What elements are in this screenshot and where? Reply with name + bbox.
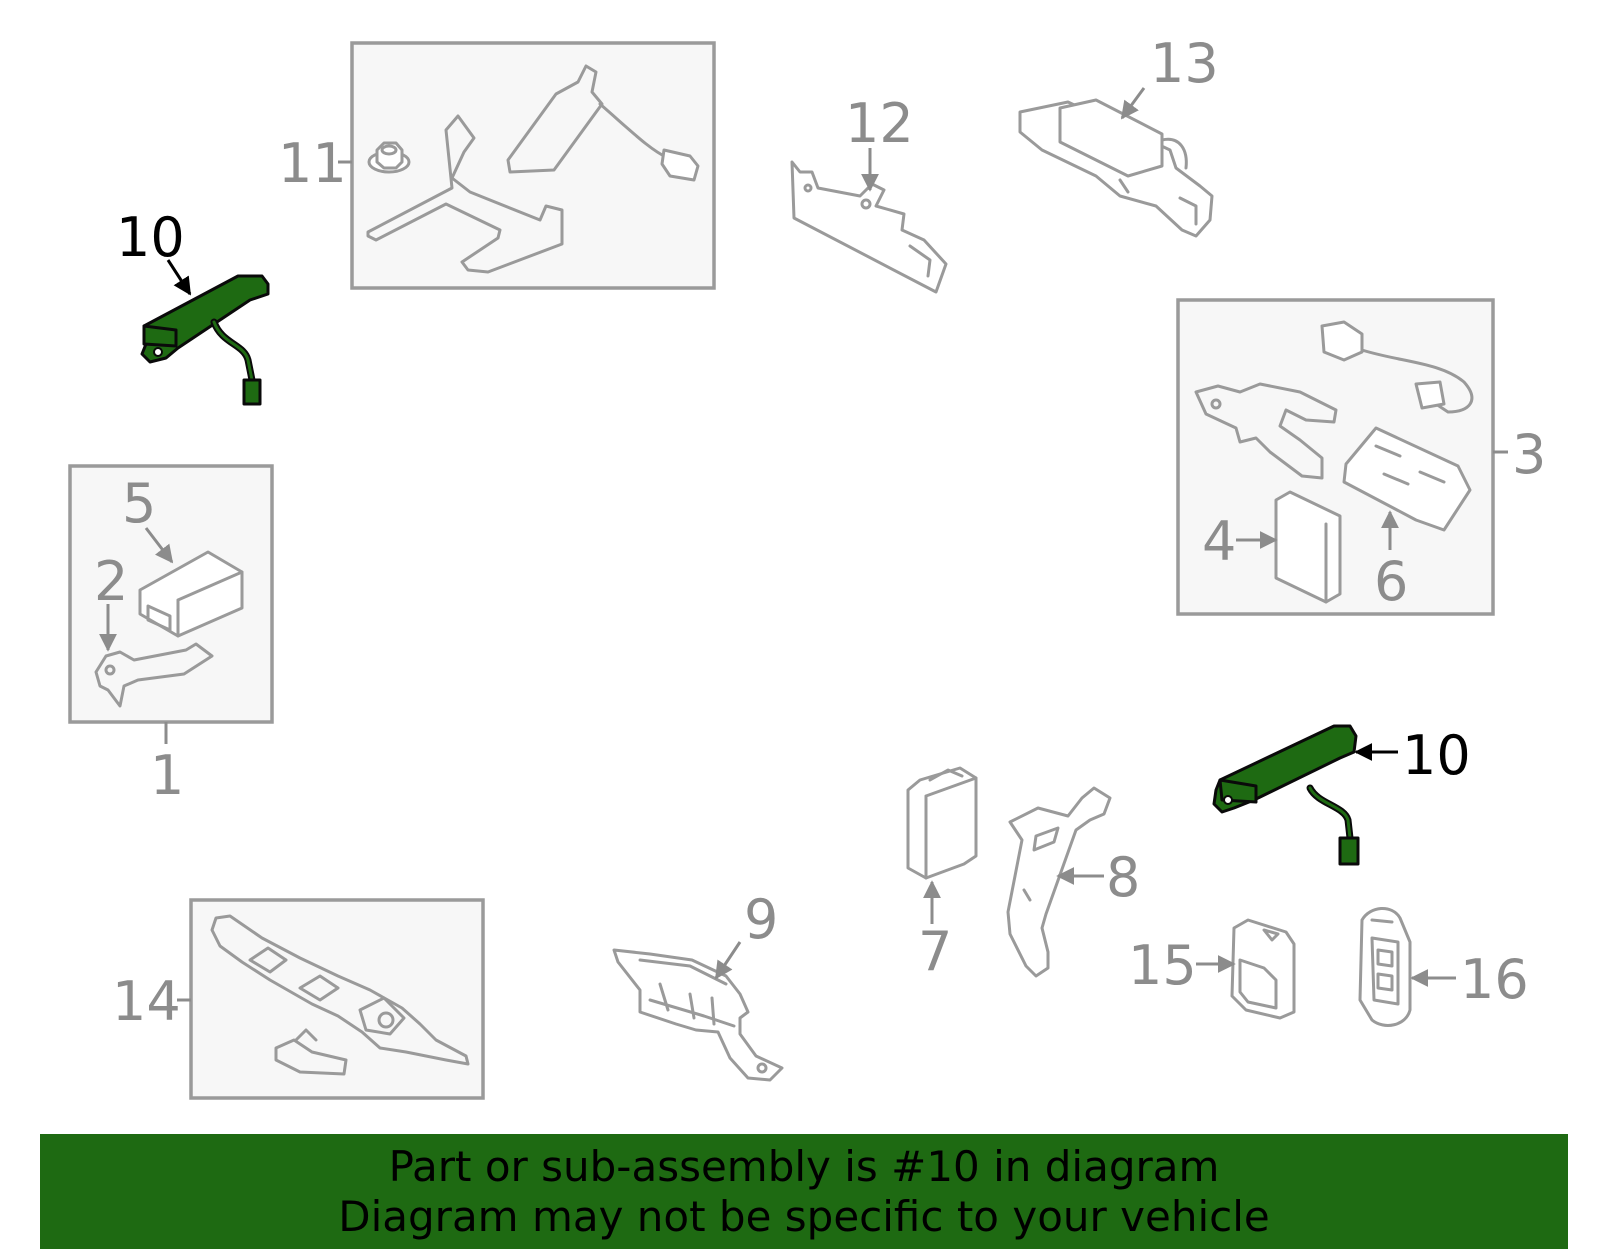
- notice-line-1: Part or sub-assembly is #10 in diagram: [388, 1142, 1220, 1191]
- connector-icon: [242, 378, 262, 406]
- assembly-1[interactable]: [68, 464, 274, 724]
- part-15[interactable]: [1230, 918, 1296, 1020]
- module-4-icon: [1274, 490, 1342, 604]
- part-12[interactable]: [790, 160, 948, 294]
- callout-6: 6: [1374, 550, 1408, 613]
- callout-9-leader: [714, 941, 742, 980]
- sensor-icon: [506, 64, 604, 174]
- connector-icon: [660, 148, 700, 182]
- part-8[interactable]: [1006, 786, 1112, 978]
- callout-16: 16: [1460, 948, 1529, 1011]
- callout-7: 7: [918, 920, 952, 983]
- clip-icon: [274, 1038, 348, 1076]
- callout-10b: 10: [1402, 724, 1471, 787]
- callout-2: 2: [94, 550, 128, 613]
- callout-10a: 10: [116, 206, 185, 269]
- assembly-14-box: [189, 898, 485, 1100]
- nut-icon: [367, 141, 411, 174]
- steering-lock-icon: [210, 914, 470, 1066]
- bracket-icon: [1194, 382, 1338, 480]
- callout-5-leader: [144, 527, 174, 564]
- callout-9: 9: [744, 888, 778, 951]
- bracket-icon: [366, 114, 564, 274]
- callout-3: 3: [1512, 423, 1546, 486]
- connector-icon: [1338, 836, 1360, 866]
- callout-14: 14: [112, 970, 181, 1033]
- part-10-antenna-right[interactable]: [1212, 724, 1360, 866]
- connector-icon: [1320, 320, 1364, 362]
- callout-13: 13: [1150, 32, 1219, 95]
- callout-10a-leader: [166, 259, 192, 296]
- callout-13-leader: [1120, 87, 1146, 120]
- callout-5: 5: [122, 472, 156, 535]
- callout-11: 11: [278, 132, 347, 195]
- assembly-11[interactable]: [350, 41, 716, 290]
- assembly-3[interactable]: [1176, 298, 1495, 616]
- assembly-14[interactable]: [189, 898, 485, 1100]
- part-16[interactable]: [1358, 907, 1412, 1027]
- callout-15: 15: [1128, 934, 1197, 997]
- holder-6-icon: [1342, 426, 1472, 532]
- notice-banner: Part or sub-assembly is #10 in diagram D…: [40, 1134, 1568, 1249]
- part-7[interactable]: [906, 766, 978, 880]
- bracket-2-icon: [94, 642, 214, 708]
- callout-1: 1: [150, 744, 184, 807]
- callout-8: 8: [1106, 846, 1140, 909]
- part-10-antenna-left[interactable]: [140, 274, 270, 406]
- callout-12: 12: [845, 92, 914, 155]
- part-13[interactable]: [1018, 98, 1214, 238]
- part-9[interactable]: [612, 948, 784, 1082]
- callout-4: 4: [1202, 510, 1236, 573]
- assembly-11-box: [350, 41, 716, 290]
- notice-line-2: Diagram may not be specific to your vehi…: [338, 1192, 1270, 1241]
